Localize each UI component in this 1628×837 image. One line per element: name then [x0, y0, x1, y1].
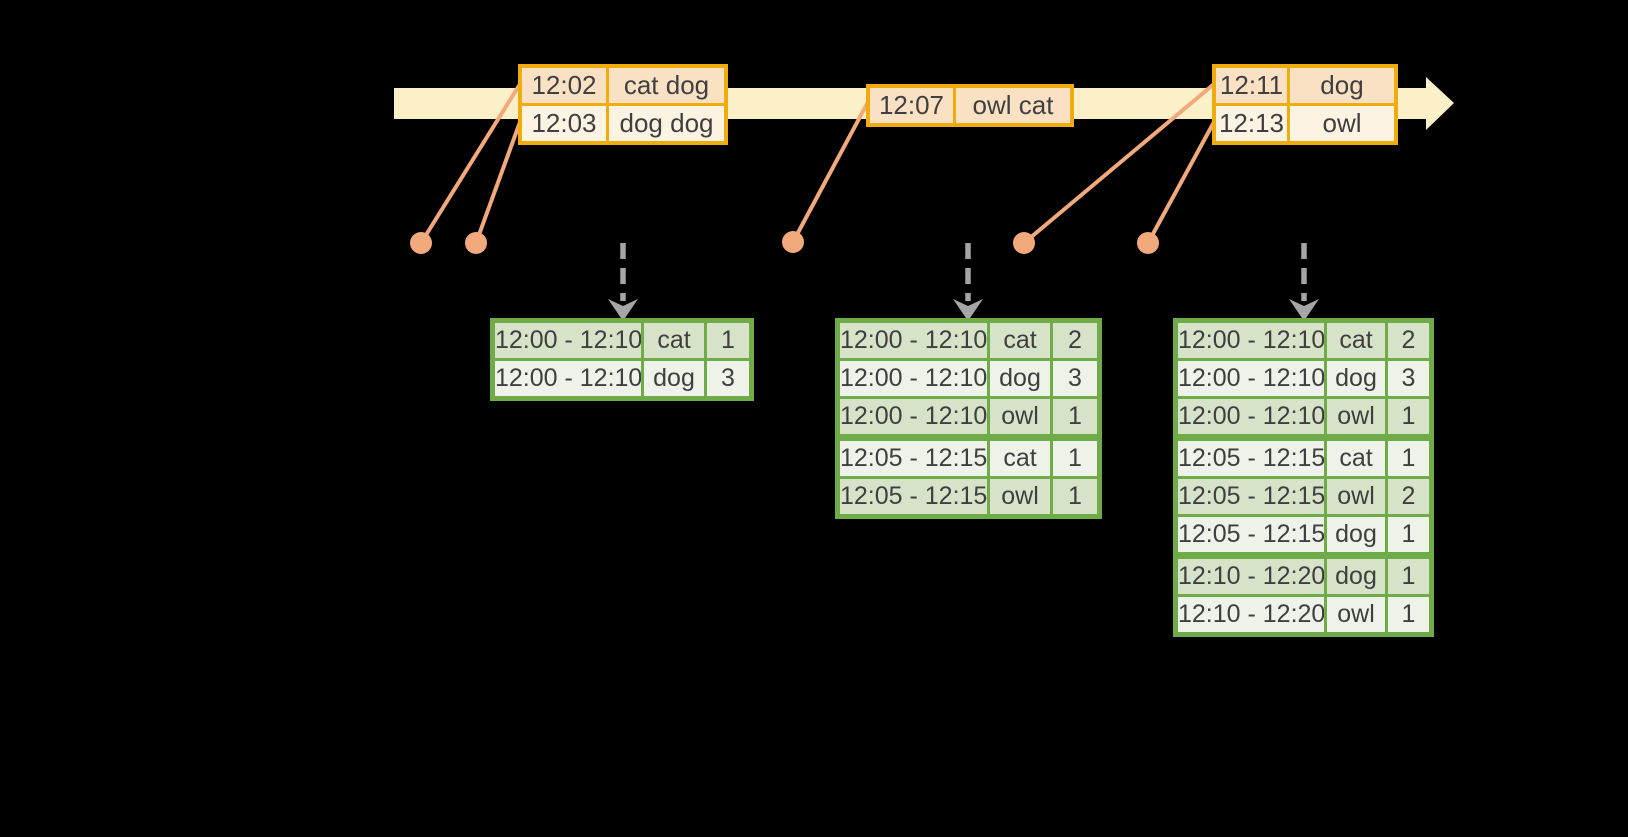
window-cell: 12:05 - 12:15 — [1178, 441, 1324, 476]
table-row: 12:00 - 12:10 dog 3 — [840, 361, 1097, 396]
event-time: 12:11 — [1216, 68, 1287, 103]
count-cell: 2 — [1388, 323, 1429, 358]
event-time: 12:02 — [522, 68, 606, 103]
event-dots — [410, 231, 1159, 254]
event-time: 12:03 — [522, 106, 606, 141]
event-dot — [1013, 232, 1035, 254]
table-row: 12:05 - 12:15 cat 1 — [1178, 441, 1429, 476]
event-box-1: 12:02 cat dog 12:03 dog dog — [518, 64, 728, 145]
window-cell: 12:00 - 12:10 — [840, 323, 987, 358]
trigger-arrows — [608, 243, 1319, 321]
table-row: 12:05 - 12:15 owl 1 — [840, 479, 1097, 514]
event-box-2: 12:07 owl cat — [866, 84, 1074, 127]
result-table-1: 12:00 - 12:10 cat 1 12:00 - 12:10 dog 3 — [490, 318, 754, 401]
window-cell: 12:00 - 12:10 — [1178, 323, 1324, 358]
window-cell: 12:00 - 12:10 — [840, 361, 987, 396]
word-cell: owl — [990, 479, 1050, 514]
word-cell: owl — [1327, 399, 1385, 434]
result-table-2: 12:00 - 12:10 cat 2 12:00 - 12:10 dog 3 … — [835, 318, 1102, 519]
count-cell: 1 — [1053, 399, 1097, 434]
table-row: 12:00 - 12:10 cat 2 — [840, 323, 1097, 358]
table-row: 12:00 - 12:10 dog 3 — [1178, 361, 1429, 396]
table-row: 12:00 - 12:10 owl 1 — [840, 399, 1097, 434]
event-dot — [410, 232, 432, 254]
event-dot — [782, 231, 804, 253]
window-cell: 12:05 - 12:15 — [1178, 517, 1324, 552]
event-connector-line — [1146, 121, 1216, 244]
word-cell: cat — [1327, 441, 1385, 476]
word-cell: dog — [990, 361, 1050, 396]
word-cell: owl — [1327, 597, 1385, 632]
window-cell: 12:05 - 12:15 — [840, 441, 987, 476]
event-row: 12:11 dog — [1216, 68, 1394, 103]
event-connector-line — [791, 101, 870, 243]
word-cell: dog — [1327, 361, 1385, 396]
window-cell: 12:05 - 12:15 — [840, 479, 987, 514]
trigger-arrowhead-icon — [953, 299, 983, 321]
table-row: 12:05 - 12:15 cat 1 — [840, 441, 1097, 476]
word-cell: owl — [1327, 479, 1385, 514]
event-box-3: 12:11 dog 12:13 owl — [1212, 64, 1398, 145]
word-cell: owl — [990, 399, 1050, 434]
window-cell: 12:00 - 12:10 — [1178, 361, 1324, 396]
word-cell: dog — [644, 361, 704, 396]
window-cell: 12:00 - 12:10 — [495, 323, 641, 358]
result-table-3: 12:00 - 12:10 cat 2 12:00 - 12:10 dog 3 … — [1173, 318, 1434, 637]
window-cell: 12:10 - 12:20 — [1178, 597, 1324, 632]
event-time: 12:13 — [1216, 106, 1287, 141]
count-cell: 1 — [707, 323, 749, 358]
event-row: 12:07 owl cat — [870, 88, 1070, 123]
trigger-arrowhead-icon — [608, 299, 638, 321]
word-cell: dog — [1327, 517, 1385, 552]
event-row: 12:02 cat dog — [522, 68, 724, 103]
event-connector-lines — [419, 82, 1216, 245]
table-row: 12:05 - 12:15 owl 2 — [1178, 479, 1429, 514]
count-cell: 3 — [1053, 361, 1097, 396]
word-cell: cat — [990, 441, 1050, 476]
table-row: 12:00 - 12:10 owl 1 — [1178, 399, 1429, 434]
event-connector-line — [474, 121, 522, 244]
event-row: 12:03 dog dog — [522, 106, 724, 141]
count-cell: 1 — [1388, 597, 1429, 632]
table-row: 12:10 - 12:20 dog 1 — [1178, 559, 1429, 594]
count-cell: 3 — [707, 361, 749, 396]
window-cell: 12:00 - 12:10 — [495, 361, 641, 396]
word-cell: dog — [1327, 559, 1385, 594]
count-cell: 1 — [1388, 399, 1429, 434]
window-cell: 12:10 - 12:20 — [1178, 559, 1324, 594]
table-row: 12:10 - 12:20 owl 1 — [1178, 597, 1429, 632]
word-cell: cat — [644, 323, 704, 358]
count-cell: 1 — [1053, 479, 1097, 514]
event-words: dog dog — [609, 106, 724, 141]
count-cell: 1 — [1388, 517, 1429, 552]
timeline-arrowhead-icon — [1426, 77, 1454, 130]
table-row: 12:05 - 12:15 dog 1 — [1178, 517, 1429, 552]
count-cell: 2 — [1053, 323, 1097, 358]
word-cell: cat — [990, 323, 1050, 358]
count-cell: 1 — [1388, 441, 1429, 476]
trigger-arrowhead-icon — [1289, 299, 1319, 321]
count-cell: 3 — [1388, 361, 1429, 396]
count-cell: 2 — [1388, 479, 1429, 514]
event-words: dog — [1290, 68, 1394, 103]
event-words: owl cat — [956, 88, 1070, 123]
event-dot — [1137, 232, 1159, 254]
table-row: 12:00 - 12:10 dog 3 — [495, 361, 749, 396]
window-cell: 12:00 - 12:10 — [840, 399, 987, 434]
table-row: 12:00 - 12:10 cat 1 — [495, 323, 749, 358]
event-time: 12:07 — [870, 88, 953, 123]
event-words: cat dog — [609, 68, 724, 103]
event-row: 12:13 owl — [1216, 106, 1394, 141]
window-cell: 12:00 - 12:10 — [1178, 399, 1324, 434]
window-cell: 12:05 - 12:15 — [1178, 479, 1324, 514]
word-cell: cat — [1327, 323, 1385, 358]
event-connector-line — [419, 82, 522, 245]
event-dot — [465, 232, 487, 254]
event-connector-line — [1022, 82, 1216, 245]
table-row: 12:00 - 12:10 cat 2 — [1178, 323, 1429, 358]
count-cell: 1 — [1053, 441, 1097, 476]
event-words: owl — [1290, 106, 1394, 141]
count-cell: 1 — [1388, 559, 1429, 594]
